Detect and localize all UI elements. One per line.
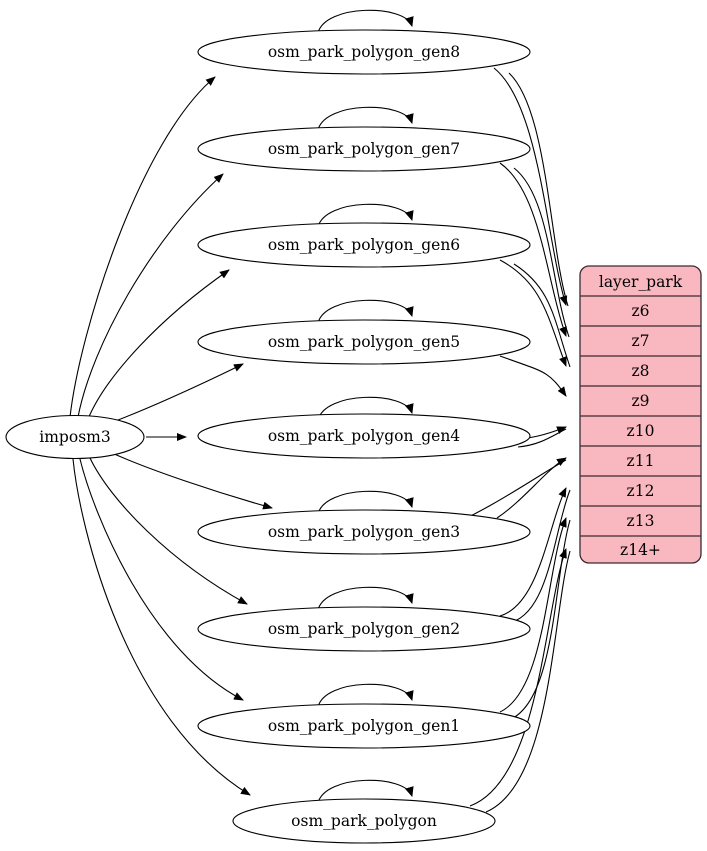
layer-park-table[interactable]: layer_park z6 z7 z8 z9 z10 z11 z12 z13 z… [579,265,702,564]
edge-polygon-bundle-b [485,550,571,813]
edge-gen8-bundle-b [508,72,569,307]
node-imposm3[interactable]: imposm3 [5,414,145,460]
layer-park-row-z7[interactable]: z7 [631,332,649,350]
layer-park-row-z9[interactable]: z9 [631,392,649,410]
node-osm-park-polygon-gen8-label: osm_park_polygon_gen8 [268,43,460,61]
node-osm-park-polygon-gen3[interactable]: osm_park_polygon_gen3 [197,509,531,555]
node-osm-park-polygon-gen6[interactable]: osm_park_polygon_gen6 [197,222,531,268]
self-loop-gen2 [317,586,414,611]
self-loop-gen1 [317,683,414,708]
layer-park-row-z10[interactable]: z10 [627,422,655,440]
edge-gen7-to-z7 [499,162,567,337]
edge-gen1-to-z13 [499,517,567,713]
edge-imposm3-to-gen6 [87,269,230,420]
edge-gen3-to-z11 [496,457,567,519]
edge-polygon-to-z14 [469,548,567,807]
layer-park-table-header: layer_park [599,273,683,291]
node-osm-park-polygon-gen4-shape[interactable] [197,413,531,459]
edge-imposm3-to-gen1 [79,458,244,701]
edge-imposm3-to-gen5 [109,363,244,424]
node-osm-park-polygon-gen7-label: osm_park_polygon_gen7 [268,140,460,158]
node-osm-park-polygon-gen7[interactable]: osm_park_polygon_gen7 [197,126,531,172]
edge-gen2-bundle-b [511,489,571,623]
node-osm-park-polygon-gen4-label: osm_park_polygon_gen4 [268,427,460,445]
edge-gen8-to-z6 [493,67,568,306]
edges-from-imposm3 [69,76,273,796]
edge-imposm3-to-polygon [72,458,251,796]
edge-gen4-bundle-b [517,428,567,448]
edge-imposm3-to-gen2 [89,457,248,605]
edge-gen2-to-z12 [499,487,567,617]
node-osm-park-polygon-gen8-shape[interactable] [197,29,531,75]
node-osm-park-polygon-gen1-shape[interactable] [197,703,531,749]
node-osm-park-polygon-gen6-label: osm_park_polygon_gen6 [268,236,460,254]
node-osm-park-polygon-gen5[interactable]: osm_park_polygon_gen5 [197,319,531,365]
layer-park-row-z6[interactable]: z6 [631,302,649,320]
edge-gen5-to-z9 [499,355,567,397]
layer-park-row-z12[interactable]: z12 [627,482,655,500]
node-osm-park-polygon-gen2[interactable]: osm_park_polygon_gen2 [197,606,531,652]
self-loop-gen3 [317,490,414,515]
layer-park-row-z11[interactable]: z11 [627,452,655,470]
edge-imposm3-to-gen3 [111,452,273,510]
node-osm-park-polygon-gen1-label: osm_park_polygon_gen1 [268,717,460,735]
node-osm-park-polygon-shape[interactable] [232,798,496,844]
self-loop-edges [317,9,414,804]
layer-park-table-background [579,265,702,564]
edge-gen6-to-z8 [499,259,567,367]
self-loop-gen5 [317,299,414,324]
edge-gen1-bundle-b [512,519,571,719]
self-loop-gen4 [317,396,414,421]
self-loop-gen7 [317,106,414,131]
node-osm-park-polygon-gen2-label: osm_park_polygon_gen2 [268,620,460,638]
node-osm-park-polygon-gen6-shape[interactable] [197,222,531,268]
node-osm-park-polygon-gen8[interactable]: osm_park_polygon_gen8 [197,29,531,75]
edge-imposm3-to-gen8 [69,76,216,418]
node-osm-park-polygon-label: osm_park_polygon [291,812,437,830]
self-loop-gen8 [317,9,414,34]
self-loop-gen6 [317,203,414,228]
node-imposm3-label: imposm3 [39,428,110,446]
node-osm-park-polygon[interactable]: osm_park_polygon [232,798,496,844]
self-loop-polygon [317,779,414,804]
node-osm-park-polygon-gen4[interactable]: osm_park_polygon_gen4 [197,413,531,459]
node-imposm3-shape[interactable] [5,414,145,460]
node-osm-park-polygon-gen3-shape[interactable] [197,509,531,555]
node-osm-park-polygon-gen2-shape[interactable] [197,606,531,652]
edge-imposm3-to-gen7 [77,173,224,418]
layer-park-row-z8[interactable]: z8 [631,362,649,380]
layer-park-row-z14plus[interactable]: z14+ [620,541,661,559]
edge-gen6-bundle-b [513,263,571,368]
node-osm-park-polygon-gen5-shape[interactable] [197,319,531,365]
node-osm-park-polygon-gen1[interactable]: osm_park_polygon_gen1 [197,703,531,749]
node-osm-park-polygon-gen3-label: osm_park_polygon_gen3 [268,523,460,541]
layer-park-row-z13[interactable]: z13 [627,512,655,530]
edge-gen7-bundle-b [513,167,570,338]
edges-to-layer-table [439,67,571,813]
node-osm-park-polygon-gen7-shape[interactable] [197,126,531,172]
node-osm-park-polygon-gen5-label: osm_park_polygon_gen5 [268,333,460,351]
